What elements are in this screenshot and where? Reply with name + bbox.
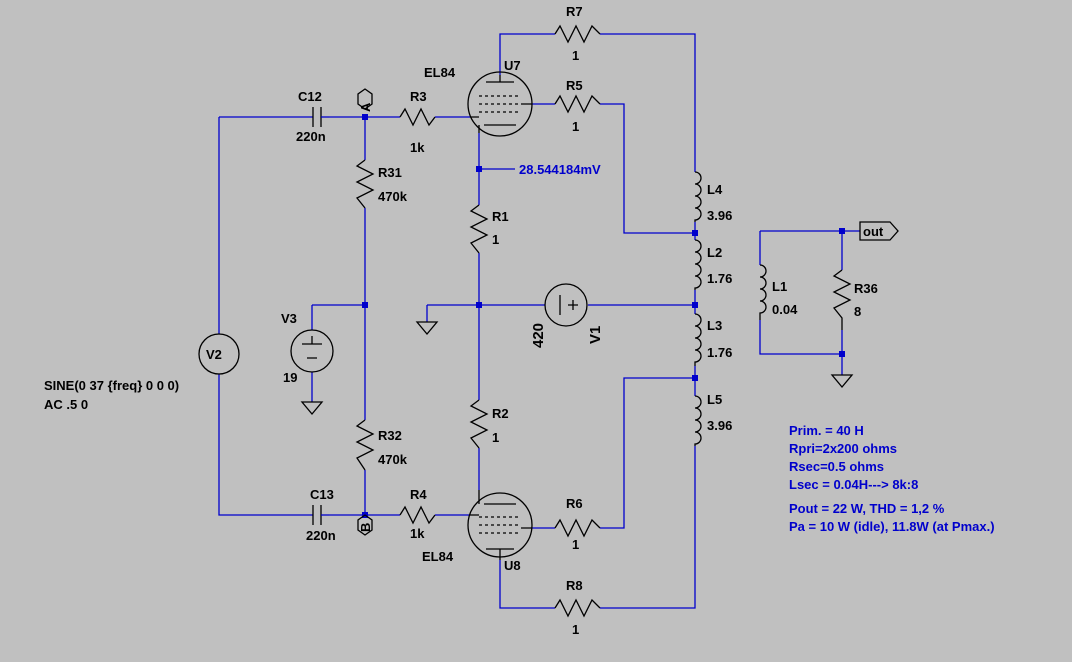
v3-ref: V3	[281, 311, 297, 326]
inductor-L2[interactable]: L2 1.76	[694, 239, 732, 290]
resistor-R4[interactable]: R4 1k	[399, 487, 436, 541]
r3-value: 1k	[410, 140, 425, 155]
tube-U8[interactable]: U8 EL84	[422, 490, 533, 573]
inductor-L1[interactable]: L1 0.04	[759, 264, 798, 320]
note-line: Lsec = 0.04H---> 8k:8	[789, 477, 918, 492]
inductor-L4[interactable]: L4 3.96	[694, 171, 732, 223]
r5-ref: R5	[566, 78, 583, 93]
note-line: Rpri=2x200 ohms	[789, 441, 897, 456]
r6-value: 1	[572, 537, 579, 552]
inductor-L3[interactable]: L3 1.76	[694, 313, 732, 366]
r6-ref: R6	[566, 496, 583, 511]
l4-value: 3.96	[707, 208, 732, 223]
net-label-a-text: A	[358, 102, 373, 112]
voltage-source-V3[interactable]: V3 19	[281, 311, 334, 385]
resistor-R32[interactable]: R32 470k	[355, 419, 408, 471]
v1-value: 420	[530, 323, 547, 348]
r7-ref: R7	[566, 4, 583, 19]
probe-voltage: 28.544184mV	[519, 162, 601, 177]
note-line: Pa = 10 W (idle), 11.8W (at Pmax.)	[789, 519, 995, 534]
r32-value: 470k	[378, 452, 408, 467]
u7-ref: U7	[504, 58, 521, 73]
r32-ref: R32	[378, 428, 402, 443]
l3-ref: L3	[707, 318, 722, 333]
r1-ref: R1	[492, 209, 509, 224]
v1-ref: V1	[587, 326, 604, 344]
r4-ref: R4	[410, 487, 427, 502]
u8-value: EL84	[422, 549, 454, 564]
r8-ref: R8	[566, 578, 583, 593]
net-label-a[interactable]: A	[357, 88, 373, 112]
l3-value: 1.76	[707, 345, 732, 360]
ground-symbol	[300, 401, 324, 416]
notes-block: Prim. = 40 H Rpri=2x200 ohms Rsec=0.5 oh…	[789, 423, 995, 534]
resistor-R1[interactable]: R1 1	[469, 204, 509, 254]
r31-ref: R31	[378, 165, 402, 180]
resistor-R31[interactable]: R31 470k	[355, 159, 408, 209]
r3-ref: R3	[410, 89, 427, 104]
r8-value: 1	[572, 622, 579, 637]
c13-ref: C13	[310, 487, 334, 502]
resistor-R6[interactable]: R6 1	[554, 496, 601, 552]
ground-symbol	[415, 321, 439, 336]
r2-value: 1	[492, 430, 499, 445]
r2-ref: R2	[492, 406, 509, 421]
l2-value: 1.76	[707, 271, 732, 286]
r4-value: 1k	[410, 526, 425, 541]
capacitor-C13[interactable]: C13 220n	[306, 487, 336, 543]
resistor-R8[interactable]: R8 1	[554, 578, 601, 637]
net-label-out[interactable]: out	[859, 221, 899, 241]
v2-ref: V2	[206, 347, 222, 362]
resistor-R2[interactable]: R2 1	[469, 399, 509, 449]
tube-U7[interactable]: U7 EL84	[424, 58, 533, 137]
resistor-R7[interactable]: R7 1	[554, 4, 601, 63]
note-line: Prim. = 40 H	[789, 423, 864, 438]
capacitor-C12[interactable]: C12 220n	[296, 89, 329, 144]
r7-value: 1	[572, 48, 579, 63]
u7-value: EL84	[424, 65, 456, 80]
u8-ref: U8	[504, 558, 521, 573]
r36-ref: R36	[854, 281, 878, 296]
note-line: Rsec=0.5 ohms	[789, 459, 884, 474]
l4-ref: L4	[707, 182, 723, 197]
ground-symbol	[830, 374, 854, 389]
resistor-R3[interactable]: R3 1k	[399, 89, 436, 155]
l5-ref: L5	[707, 392, 722, 407]
l5-value: 3.96	[707, 418, 732, 433]
c12-value: 220n	[296, 129, 326, 144]
inductor-L5[interactable]: L5 3.96	[694, 392, 732, 446]
l1-value: 0.04	[772, 302, 798, 317]
resistor-R5[interactable]: R5 1	[554, 78, 601, 134]
net-label-out-text: out	[863, 224, 884, 239]
voltage-source-V2[interactable]: V2 SINE(0 37 {freq} 0 0 0) AC .5 0	[44, 333, 240, 412]
v2-value: SINE(0 37 {freq} 0 0 0)	[44, 378, 179, 393]
v2-ac: AC .5 0	[44, 397, 88, 412]
r31-value: 470k	[378, 189, 408, 204]
note-line: Pout = 22 W, THD = 1,2 %	[789, 501, 945, 516]
wires	[218, 33, 860, 609]
net-label-b[interactable]: B	[357, 514, 373, 536]
v3-value: 19	[283, 370, 297, 385]
l1-ref: L1	[772, 279, 787, 294]
voltage-source-V1[interactable]: 420 V1	[530, 283, 604, 348]
net-label-b-text: B	[358, 523, 373, 532]
resistor-R36[interactable]: R36 8	[832, 269, 878, 330]
c12-ref: C12	[298, 89, 322, 104]
l2-ref: L2	[707, 245, 722, 260]
r5-value: 1	[572, 119, 579, 134]
r1-value: 1	[492, 232, 499, 247]
r36-value: 8	[854, 304, 861, 319]
c13-value: 220n	[306, 528, 336, 543]
